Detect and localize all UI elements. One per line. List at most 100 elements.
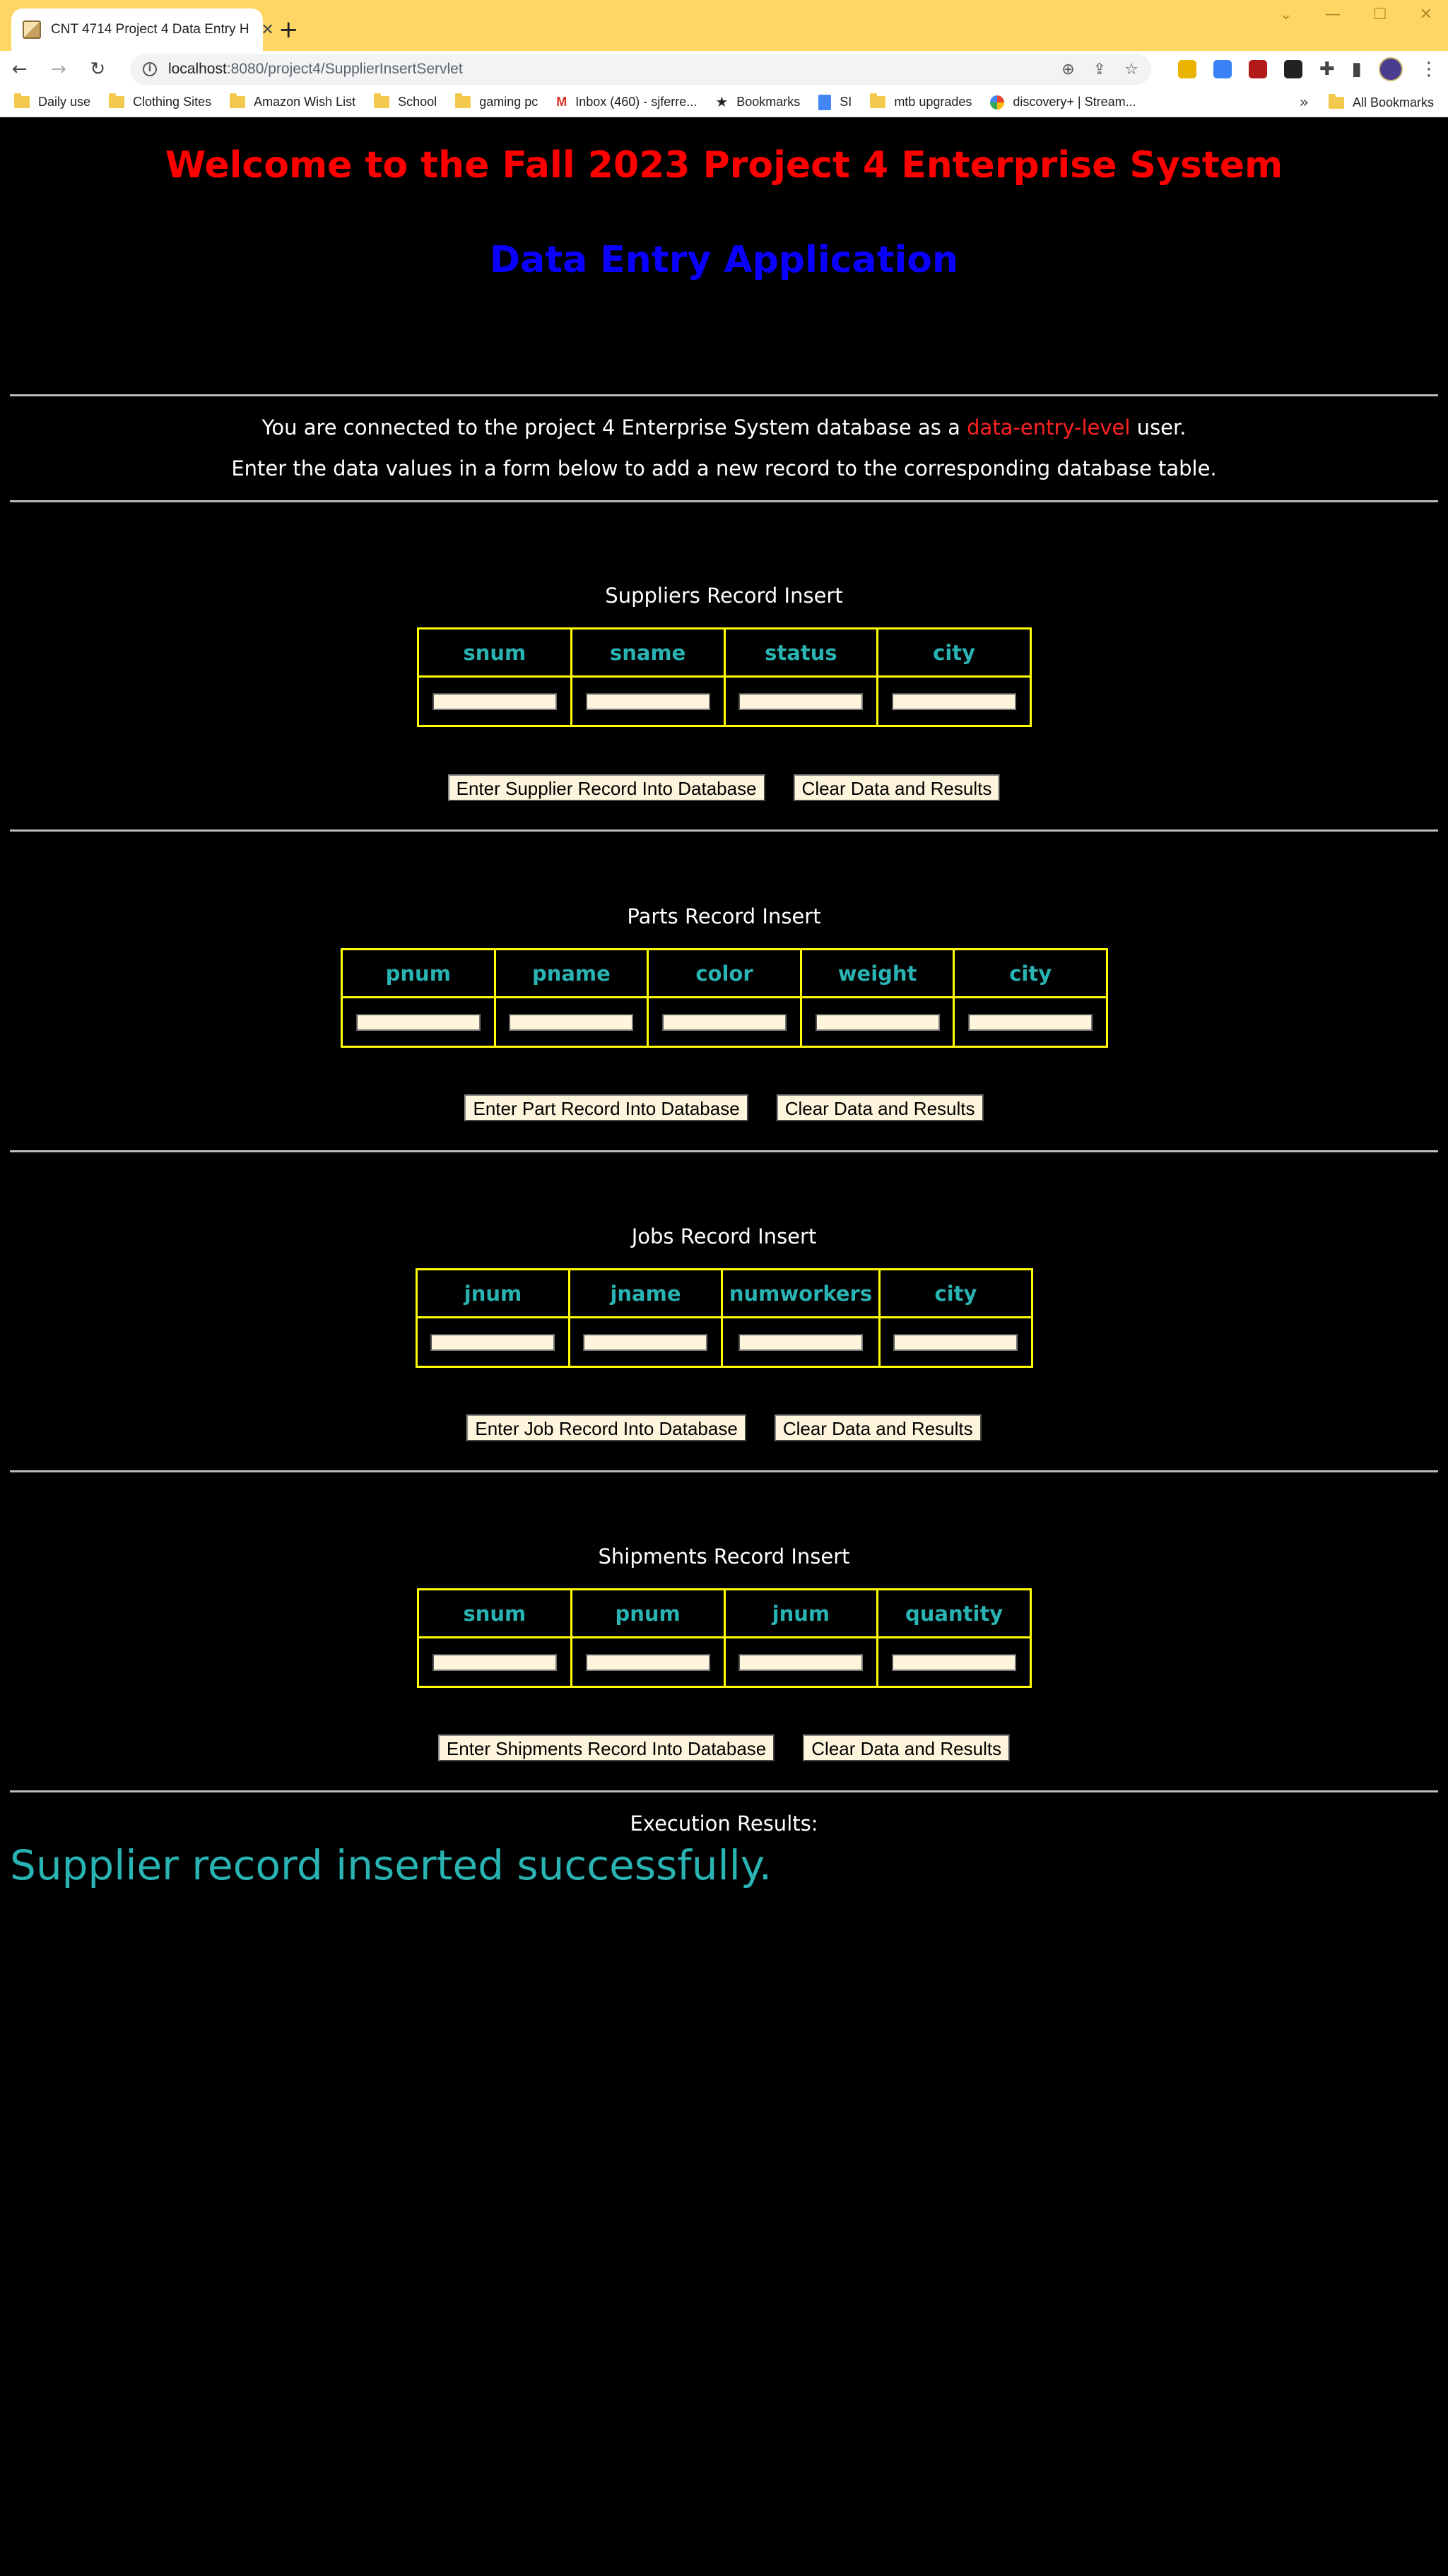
sidepanel-icon[interactable]: ▮	[1351, 59, 1362, 80]
bookmark-item[interactable]: School	[374, 93, 437, 110]
column-header: pnum	[570, 1588, 726, 1638]
instructions: Enter the data values in a form below to…	[231, 456, 1217, 480]
browser-tab[interactable]: CNT 4714 Project 4 Data Entry H ✕	[11, 8, 274, 51]
weight-input[interactable]	[815, 1013, 940, 1031]
parts-buttons: Enter Part Record Into Database Clear Da…	[0, 1094, 1448, 1121]
column-header: quantity	[876, 1588, 1032, 1638]
city-input[interactable]	[893, 1333, 1018, 1351]
info-icon[interactable]: i	[142, 62, 157, 76]
menu-icon[interactable]: ⋮	[1419, 59, 1438, 80]
bookmark-label: mtb upgrades	[894, 95, 972, 109]
bookmark-label: Bookmarks	[736, 95, 801, 109]
jname-input[interactable]	[583, 1333, 708, 1351]
enter-supplier-button[interactable]: Enter Supplier Record Into Database	[447, 774, 765, 801]
column-header: numworkers	[720, 1268, 881, 1318]
bookmark-label: discovery+ | Stream...	[1013, 95, 1136, 109]
pnum-input[interactable]	[355, 1013, 481, 1031]
extension-icon[interactable]	[1177, 60, 1196, 78]
snum-input[interactable]	[432, 1653, 557, 1671]
sname-input[interactable]	[585, 692, 710, 710]
forward-icon[interactable]: →	[51, 59, 66, 80]
connection-text: You are connected to the project 4 Enter…	[261, 415, 967, 439]
bookmark-item[interactable]: gaming pc	[455, 93, 538, 110]
city-input[interactable]	[892, 692, 1017, 710]
bookmark-item[interactable]: ★Bookmarks	[715, 93, 800, 111]
bookmark-label: gaming pc	[479, 95, 538, 109]
bookmark-item[interactable]: Daily use	[14, 93, 91, 110]
bookmark-item[interactable]: Amazon Wish List	[230, 93, 355, 110]
column-header: city	[876, 627, 1032, 678]
divider	[10, 1470, 1438, 1472]
extension-icon[interactable]	[1213, 60, 1232, 78]
column-header: snum	[417, 627, 572, 678]
reload-icon[interactable]: ↻	[90, 59, 106, 80]
enter-part-button[interactable]: Enter Part Record Into Database	[464, 1094, 748, 1121]
back-icon[interactable]: ←	[11, 59, 28, 80]
color-input[interactable]	[661, 1013, 787, 1031]
clear-button[interactable]: Clear Data and Results	[774, 1414, 982, 1441]
column-header: status	[723, 627, 879, 678]
bookmark-label: All Bookmarks	[1352, 95, 1434, 110]
close-icon[interactable]: ✕	[261, 20, 274, 39]
quantity-input[interactable]	[892, 1653, 1017, 1671]
zoom-icon[interactable]: ⊕	[1061, 60, 1075, 78]
bookmark-item[interactable]: Clothing Sites	[109, 93, 212, 110]
address-bar[interactable]: i localhost:8080/project4/SupplierInsert…	[129, 54, 1151, 85]
clear-button[interactable]: Clear Data and Results	[803, 1735, 1011, 1761]
status-input[interactable]	[738, 692, 864, 710]
suppliers-form: snum sname status city	[417, 627, 1032, 727]
bookmark-item[interactable]: All Bookmarks	[1328, 93, 1434, 110]
jnum-input[interactable]	[738, 1653, 864, 1671]
city-input[interactable]	[968, 1013, 1093, 1031]
parts-form: pnum pname color weight city	[341, 948, 1108, 1048]
column-header: sname	[570, 627, 726, 678]
url-path: :8080/project4/SupplierInsertServlet	[226, 61, 463, 77]
folder-icon	[1328, 93, 1344, 109]
window-controls: ⌄ — ☐ ✕	[1279, 6, 1432, 23]
tab-strip: CNT 4714 Project 4 Data Entry H ✕ + ⌄ — …	[0, 0, 1448, 51]
page-title: Welcome to the Fall 2023 Project 4 Enter…	[165, 144, 1283, 187]
connection-info: You are connected to the project 4 Enter…	[0, 415, 1448, 439]
result-message: Supplier record inserted successfully.	[10, 1841, 772, 1889]
jobs-buttons: Enter Job Record Into Database Clear Dat…	[0, 1414, 1448, 1441]
column-header: jname	[567, 1268, 723, 1318]
jobs-title: Jobs Record Insert	[631, 1224, 817, 1248]
numworkers-input[interactable]	[738, 1333, 863, 1351]
tab-title: CNT 4714 Project 4 Data Entry H	[51, 22, 249, 37]
enter-job-button[interactable]: Enter Job Record Into Database	[466, 1414, 746, 1441]
page-subtitle: Data Entry Application	[489, 239, 959, 281]
snum-input[interactable]	[432, 692, 557, 710]
puzzle-icon[interactable]: ✚	[1319, 59, 1335, 80]
more-bookmarks-icon[interactable]: »	[1299, 93, 1309, 112]
bookmark-star-icon[interactable]: ☆	[1124, 60, 1138, 78]
enter-shipment-button[interactable]: Enter Shipments Record Into Database	[437, 1735, 775, 1761]
execution-results-label: Execution Results:	[630, 1812, 818, 1836]
bookmark-item[interactable]: SI	[818, 94, 852, 110]
chevron-down-icon[interactable]: ⌄	[1279, 6, 1293, 23]
divider	[10, 1790, 1438, 1792]
avatar[interactable]	[1378, 57, 1403, 81]
share-icon[interactable]: ⇪	[1093, 60, 1107, 78]
discovery-icon	[990, 95, 1005, 110]
clear-button[interactable]: Clear Data and Results	[776, 1094, 984, 1121]
extension-icon[interactable]	[1283, 60, 1302, 78]
pname-input[interactable]	[509, 1013, 634, 1031]
bookmark-label: Daily use	[38, 95, 91, 109]
clear-button[interactable]: Clear Data and Results	[793, 774, 1001, 801]
ublock-icon[interactable]	[1248, 60, 1267, 78]
bookmark-item[interactable]: mtb upgrades	[870, 93, 972, 110]
jnum-input[interactable]	[430, 1333, 555, 1351]
close-window-icon[interactable]: ✕	[1419, 6, 1432, 23]
column-header: weight	[799, 948, 955, 998]
minimize-icon[interactable]: —	[1324, 6, 1341, 23]
maximize-icon[interactable]: ☐	[1372, 6, 1387, 23]
browser-toolbar: ← → ↻ i localhost:8080/project4/Supplier…	[0, 51, 1448, 88]
bookmark-label: Clothing Sites	[133, 95, 212, 109]
pnum-input[interactable]	[585, 1653, 710, 1671]
new-tab-icon[interactable]: +	[278, 16, 299, 44]
gmail-icon: M	[556, 95, 567, 109]
divider	[10, 1150, 1438, 1152]
column-header: city	[878, 1268, 1034, 1318]
bookmark-item[interactable]: discovery+ | Stream...	[990, 95, 1136, 110]
